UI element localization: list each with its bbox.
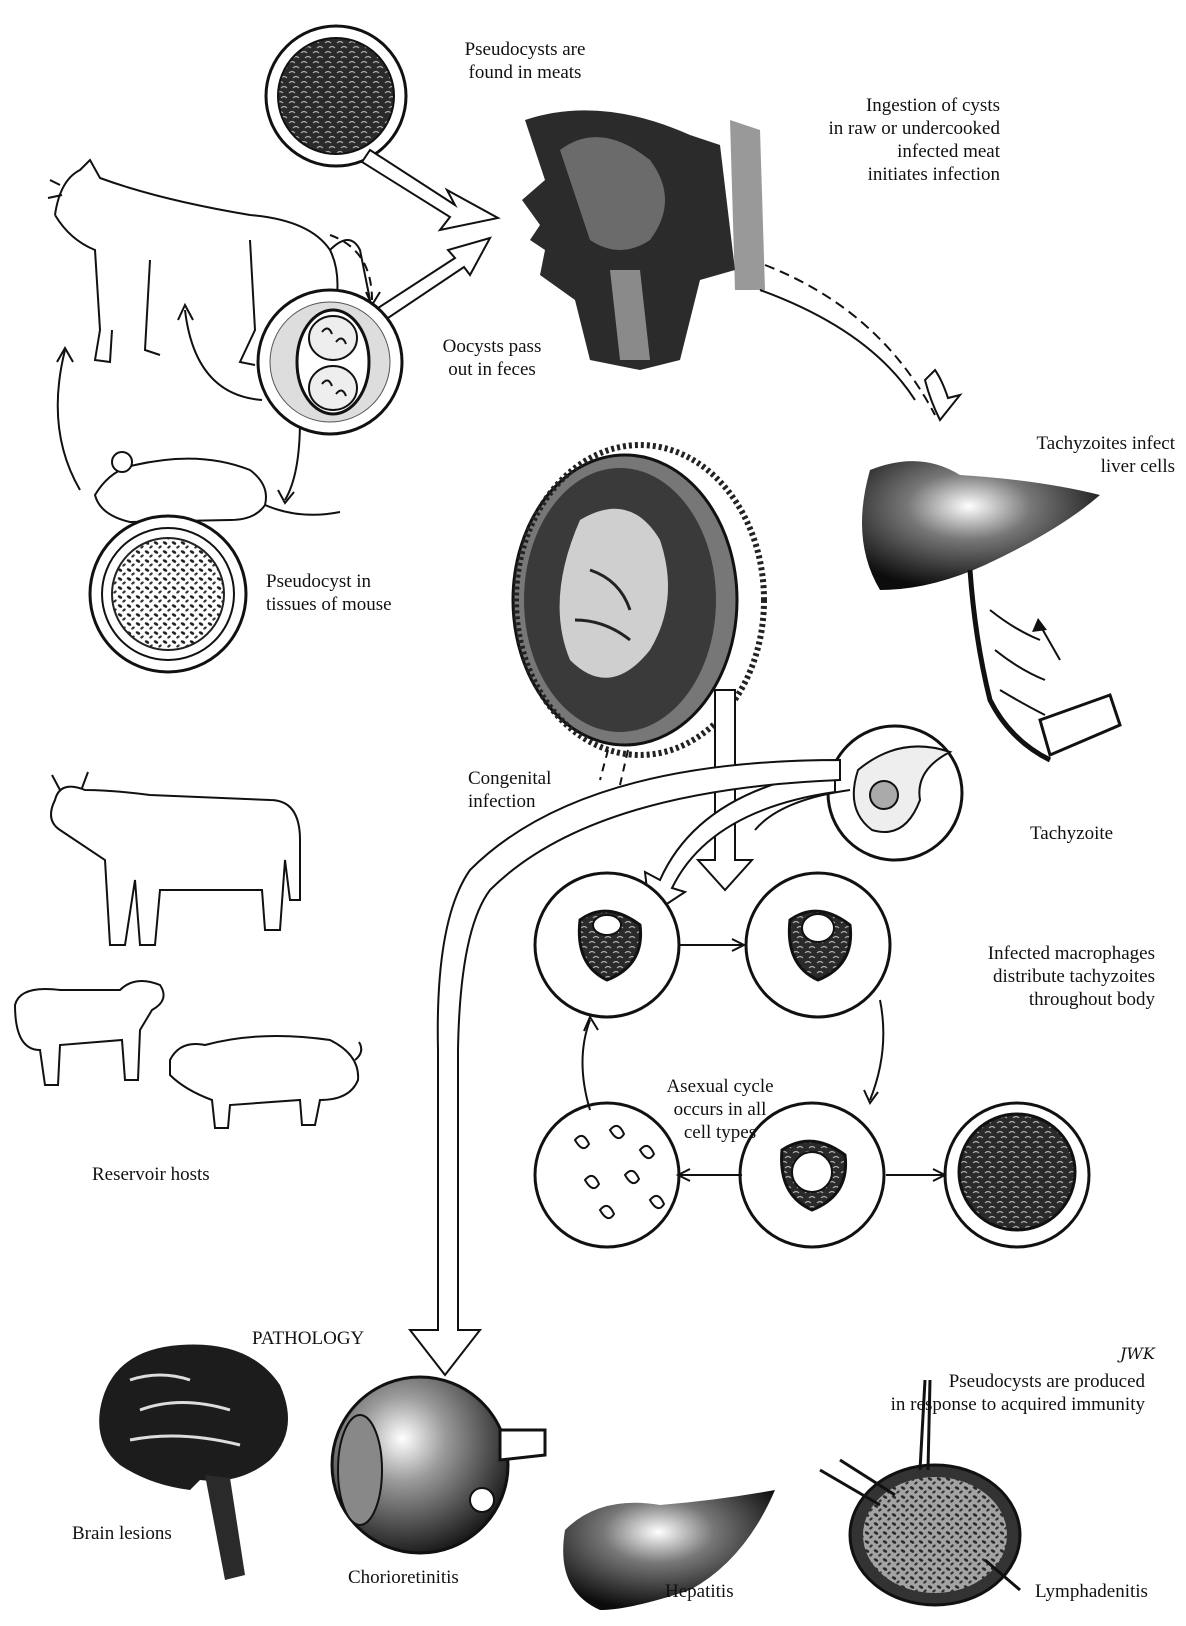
label-asexual-cycle: Asexual cycle occurs in all cell types (650, 1075, 790, 1144)
liver-illustration (862, 461, 1120, 760)
arrow-head-to-liver (760, 265, 960, 420)
label-macrophages: Infected macrophages distribute tachyzoi… (880, 942, 1155, 1011)
label-pseudocyst-mouse: Pseudocyst in tissues of mouse (266, 570, 392, 616)
label-oocysts: Oocysts pass out in feces (412, 335, 572, 381)
label-pathology: PATHOLOGY (252, 1327, 364, 1350)
asexual-cycle-circle-2 (746, 873, 890, 1017)
label-congenital: Congenital infection (468, 767, 551, 813)
oocyst-circle (258, 290, 402, 434)
label-brain-lesions: Brain lesions (72, 1522, 172, 1545)
mouse-illustration (95, 452, 340, 522)
pseudocyst-immunity-circle (945, 1103, 1089, 1247)
label-lymphadenitis: Lymphadenitis (1035, 1580, 1148, 1603)
label-tachyzoite: Tachyzoite (1030, 822, 1113, 845)
arrow-meat-to-head (362, 150, 498, 230)
cow-illustration (51, 772, 300, 945)
label-pseudocysts-meats: Pseudocysts are found in meats (425, 38, 625, 84)
eye-illustration (332, 1377, 545, 1553)
label-reservoir-hosts: Reservoir hosts (92, 1163, 210, 1186)
label-chorioretinitis: Chorioretinitis (348, 1566, 459, 1589)
meat-pseudocyst-circle (266, 26, 406, 166)
tachyzoite-circle (828, 726, 962, 860)
label-ingestion: Ingestion of cysts in raw or undercooked… (700, 94, 1000, 186)
mouse-pseudocyst-circle (90, 516, 246, 672)
artist-signature: JWK (1120, 1342, 1155, 1365)
pig-illustration (170, 1036, 361, 1128)
arrow-to-pathology (410, 750, 840, 1375)
sheep-illustration (15, 981, 164, 1085)
label-hepatitis: Hepatitis (665, 1580, 734, 1603)
label-tachyzoites-liver: Tachyzoites infect liver cells (930, 432, 1175, 478)
label-pseudocysts-immunity: Pseudocysts are produced in response to … (790, 1370, 1145, 1416)
arrow-oocyst-to-head (375, 238, 490, 320)
asexual-cycle-circle-1 (535, 873, 679, 1017)
